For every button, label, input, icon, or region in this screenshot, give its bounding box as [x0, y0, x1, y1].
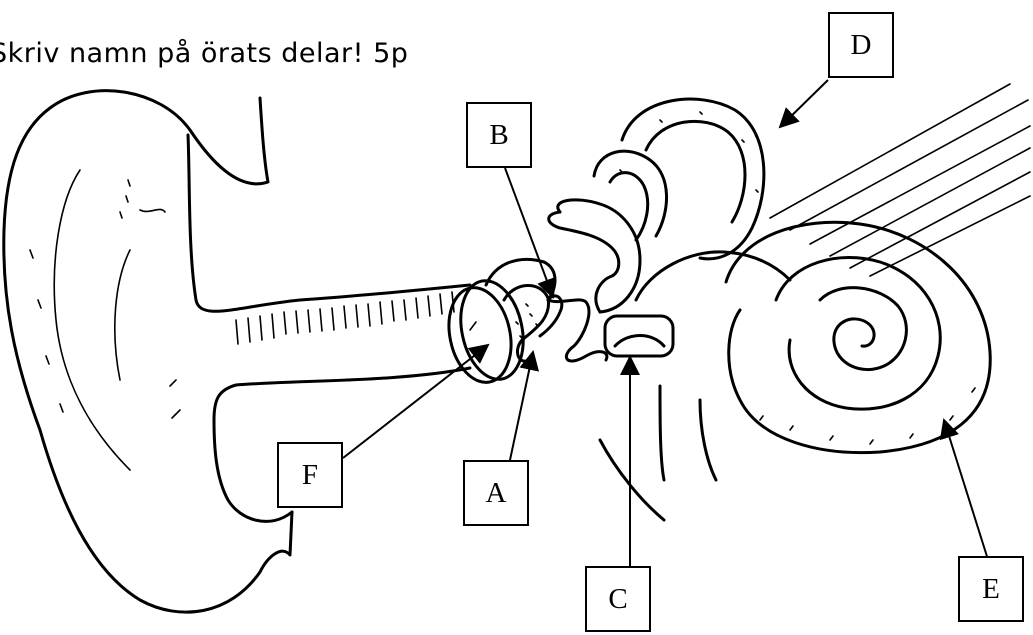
semicircular-canals-drawing: [549, 99, 790, 312]
middle-ear-drawing: [486, 259, 673, 361]
label-box-c: C: [585, 566, 651, 632]
label-box-e: E: [958, 556, 1024, 622]
label-box-a: A: [463, 460, 529, 526]
label-box-d: D: [828, 12, 894, 78]
arrow-f: [343, 345, 488, 458]
ear-canal-drawing: [236, 292, 454, 344]
label-box-f: F: [277, 442, 343, 508]
arrow-b: [505, 168, 553, 297]
auditory-nerve-drawing: [770, 84, 1030, 276]
label-box-b: B: [466, 102, 532, 168]
arrow-d: [780, 80, 828, 127]
arrow-a: [510, 352, 533, 460]
arrow-e: [944, 420, 990, 566]
outer-ear-drawing: [4, 91, 470, 612]
cochlea-drawing: [600, 222, 990, 520]
